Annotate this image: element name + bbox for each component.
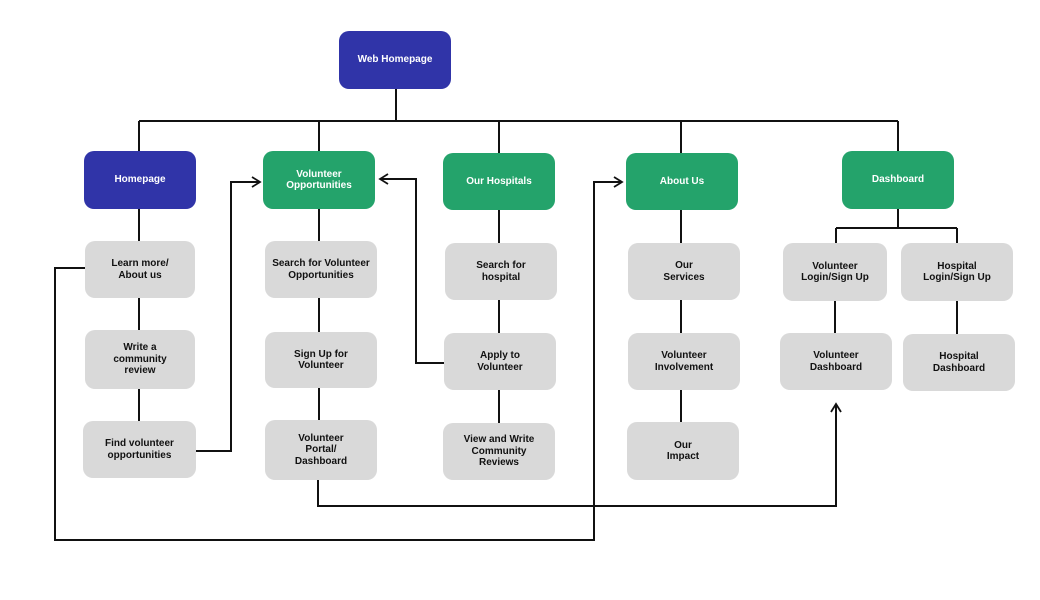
volunteer-dashboard-node: Volunteer Dashboard [780,333,892,390]
our-impact-node: Our Impact [627,422,739,480]
dashboard-header-node: Dashboard [842,151,954,209]
hospital-login-node: Hospital Login/Sign Up [901,243,1013,301]
volunteer-involvement-node: Volunteer Involvement [628,333,740,390]
learn-more-to-about-arrow [54,176,624,541]
web-homepage-node: Web Homepage [339,31,451,89]
apply-to-volunteer-node: Apply to Volunteer [444,333,556,390]
dashboard-split-line [835,209,958,243]
find-opportunities-to-volunteer-arrow [196,176,262,452]
learn-more-node: Learn more/ About us [85,241,195,298]
volunteer-portal-node: Volunteer Portal/ Dashboard [265,420,377,480]
search-hospital-node: Search for hospital [445,243,557,300]
sign-up-volunteer-node: Sign Up for Volunteer [265,332,377,388]
apply-to-volunteer-arrow [378,173,444,364]
homepage-header-node: Homepage [84,151,196,209]
search-volunteer-opportunities-node: Search for Volunteer Opportunities [265,241,377,298]
community-reviews-node: View and Write Community Reviews [443,423,555,480]
about-us-header-node: About Us [626,153,738,210]
volunteer-opportunities-header-node: Volunteer Opportunities [263,151,375,209]
our-services-node: Our Services [628,243,740,300]
volunteer-login-node: Volunteer Login/Sign Up [783,243,887,301]
portal-to-volunteer-dashboard-arrow [317,402,842,507]
write-review-node: Write a community review [85,330,195,389]
our-hospitals-header-node: Our Hospitals [443,153,555,210]
find-opportunities-node: Find volunteer opportunities [83,421,196,478]
hospital-dashboard-node: Hospital Dashboard [903,334,1015,391]
